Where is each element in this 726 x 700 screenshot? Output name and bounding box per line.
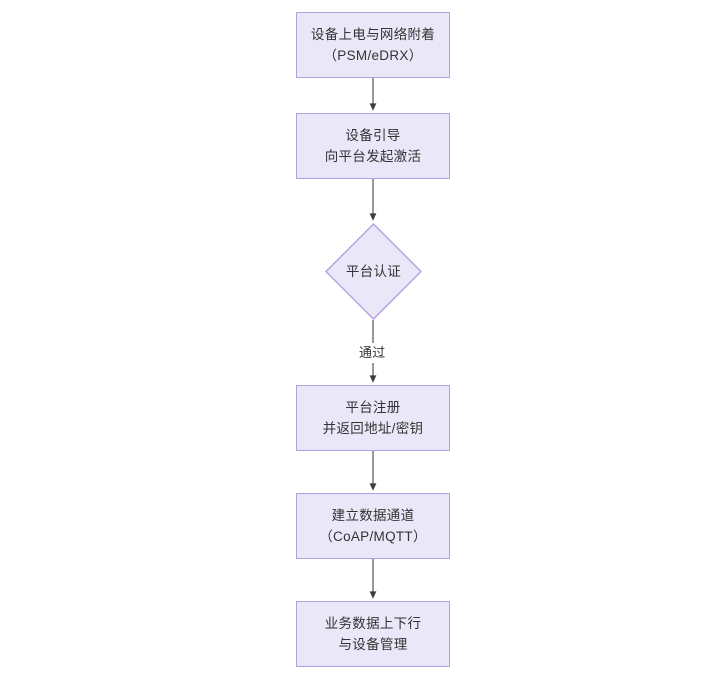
node-device-power-on[interactable]: 设备上电与网络附着 （PSM/eDRX） [296, 12, 450, 78]
node-label-line1: 设备引导 [345, 128, 401, 143]
edge-label-pass: 通过 [356, 343, 389, 363]
node-platform-registration[interactable]: 平台注册 并返回地址/密钥 [296, 385, 450, 451]
node-label-line2: 向平台发起激活 [324, 149, 422, 164]
node-establish-data-channel[interactable]: 建立数据通道 （CoAP/MQTT） [296, 493, 450, 559]
node-label-line1: 建立数据通道 [331, 508, 415, 523]
node-label-line2: 并返回地址/密钥 [322, 421, 424, 436]
node-label-line1: 平台注册 [345, 400, 401, 415]
node-business-data-and-device-management[interactable]: 业务数据上下行 与设备管理 [296, 601, 450, 667]
node-label-line2: （PSM/eDRX） [323, 48, 423, 63]
node-label-line1: 业务数据上下行 [324, 616, 422, 631]
node-label-line2: 与设备管理 [338, 637, 408, 652]
node-platform-authentication[interactable]: 平台认证 [325, 223, 422, 320]
node-label-line1: 平台认证 [345, 263, 402, 279]
node-label-line1: 设备上电与网络附着 [310, 27, 436, 42]
node-label-line2: （CoAP/MQTT） [319, 529, 427, 544]
node-device-bootstrap[interactable]: 设备引导 向平台发起激活 [296, 113, 450, 179]
diamond-shape-icon [325, 223, 422, 320]
